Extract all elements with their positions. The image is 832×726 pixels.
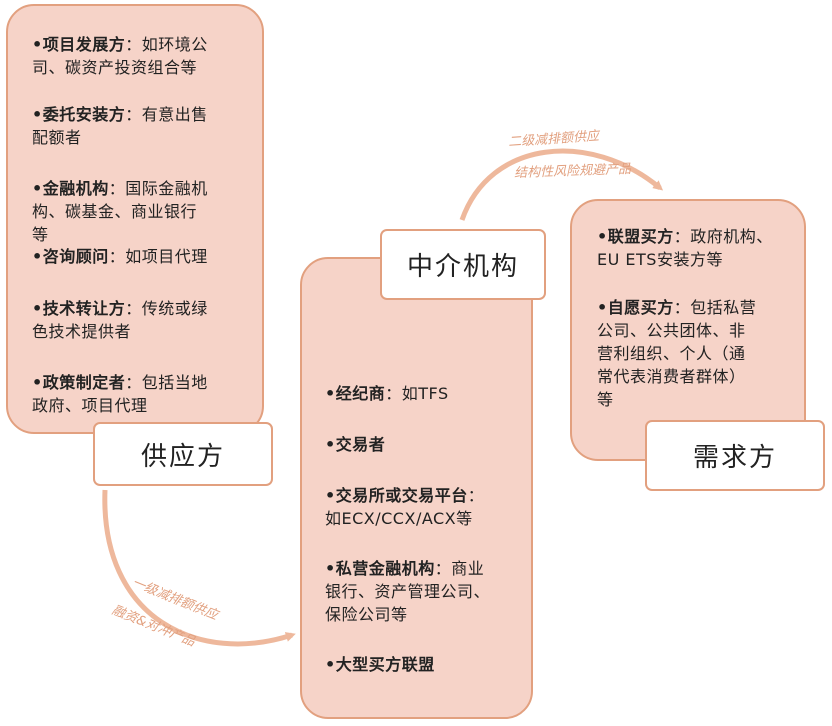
- intermediary-item-buyer-alliance: •大型买方联盟: [325, 653, 435, 676]
- intermediary-desc: 如TFS: [401, 384, 449, 403]
- supply-item-tech-transfer: •技术转让方：传统或绿 色技术提供者: [32, 297, 208, 343]
- intermediary-label: 中介机构: [380, 229, 546, 300]
- separator: ：: [385, 384, 402, 403]
- bullet: •: [597, 298, 608, 317]
- supply-term: 技术转让方: [42, 299, 126, 318]
- intermediary-term: 交易者: [335, 435, 386, 454]
- supply-desc-line: 司、碳资产投资组合等: [32, 58, 198, 77]
- separator: ：: [673, 227, 691, 246]
- demand-item-alliance-buyer: •联盟买方：政府机构、 EU ETS安装方等: [597, 225, 773, 271]
- demand-desc: 政府机构、: [690, 227, 773, 246]
- intermediary-item-trader: •交易者: [325, 433, 385, 456]
- intermediary-desc-line: 如ECX/CCX/ACX等: [325, 509, 473, 528]
- bullet: •: [325, 486, 336, 505]
- intermediary-term: 私营金融机构: [335, 559, 435, 578]
- intermediary-panel: [300, 257, 533, 719]
- separator: ：: [125, 105, 142, 124]
- intermediary-term: 大型买方联盟: [335, 655, 435, 674]
- supply-term: 金融机构: [42, 179, 109, 198]
- separator: ：: [125, 373, 142, 392]
- bullet: •: [32, 373, 43, 392]
- separator: ：: [434, 559, 452, 578]
- secondary-flow-arrow: [459, 148, 664, 221]
- intermediary-desc: 商业: [451, 559, 485, 578]
- demand-desc-line: 营利组织、个人（通: [597, 344, 746, 363]
- bullet: •: [32, 35, 43, 54]
- demand-desc: 包括私营: [690, 298, 757, 317]
- bullet: •: [325, 559, 336, 578]
- separator: ：: [108, 179, 126, 198]
- supply-desc-line: 配额者: [32, 128, 82, 147]
- intermediary-term: 经纪商: [335, 384, 386, 403]
- supply-desc: 传统或绿: [141, 299, 208, 318]
- supply-item-consultant: •咨询顾问：如项目代理: [32, 245, 208, 268]
- intermediary-desc-line: 保险公司等: [325, 605, 408, 624]
- separator: ：: [125, 299, 142, 318]
- primary-flow-arrow: [102, 489, 296, 647]
- intermediary-term: 交易所或交易平台: [335, 486, 468, 505]
- separator: ：: [108, 247, 126, 266]
- supply-label: 供应方: [93, 422, 273, 486]
- supply-item-financial-institution: •金融机构：国际金融机 构、碳基金、商业银行 等: [32, 177, 208, 246]
- intermediary-item-broker: •经纪商：如TFS: [325, 382, 449, 405]
- demand-label: 需求方: [645, 420, 825, 491]
- demand-term: 自愿买方: [607, 298, 674, 317]
- supply-desc: 如项目代理: [125, 247, 208, 266]
- demand-desc-line: 等: [597, 390, 614, 409]
- supply-desc-line: 等: [32, 225, 49, 244]
- bullet: •: [325, 435, 336, 454]
- secondary-flow-note-2: 结构性风险规避产品: [513, 161, 632, 182]
- supply-term: 委托安装方: [42, 105, 126, 124]
- demand-panel: [570, 199, 806, 461]
- bullet: •: [325, 655, 336, 674]
- supply-term: 咨询顾问: [42, 247, 109, 266]
- demand-term: 联盟买方: [607, 227, 674, 246]
- supply-term: 政策制定者: [42, 373, 126, 392]
- supply-desc-line: 政府、项目代理: [32, 396, 148, 415]
- supply-item-installer: •委托安装方：有意出售 配额者: [32, 103, 208, 149]
- bullet: •: [32, 247, 43, 266]
- separator: ：: [467, 486, 485, 505]
- demand-desc-line: 常代表消费者群体）: [597, 367, 746, 386]
- supply-desc-line: 构、碳基金、商业银行: [32, 202, 198, 221]
- bullet: •: [32, 299, 43, 318]
- supply-desc-line: 色技术提供者: [32, 322, 132, 341]
- bullet: •: [325, 384, 336, 403]
- separator: ：: [125, 35, 142, 54]
- intermediary-desc-line: 银行、资产管理公司、: [325, 582, 491, 601]
- supply-desc: 包括当地: [141, 373, 208, 392]
- supply-item-policy-maker: •政策制定者：包括当地 政府、项目代理: [32, 371, 208, 417]
- supply-panel: [6, 4, 264, 434]
- bullet: •: [32, 105, 43, 124]
- bullet: •: [597, 227, 608, 246]
- intermediary-item-private-finance: •私营金融机构：商业 银行、资产管理公司、 保险公司等: [325, 557, 490, 626]
- bullet: •: [32, 179, 43, 198]
- supply-desc: 有意出售: [141, 105, 208, 124]
- supply-item-project-developer: •项目发展方：如环境公 司、碳资产投资组合等: [32, 33, 208, 79]
- supply-desc: 国际金融机: [125, 179, 208, 198]
- demand-desc-line: 公司、公共团体、非: [597, 321, 746, 340]
- intermediary-item-exchange: •交易所或交易平台： 如ECX/CCX/ACX等: [325, 484, 484, 530]
- supply-term: 项目发展方: [42, 35, 126, 54]
- supply-desc: 如环境公: [141, 35, 208, 54]
- separator: ：: [673, 298, 691, 317]
- demand-item-voluntary-buyer: •自愿买方：包括私营 公司、公共团体、非 营利组织、个人（通 常代表消费者群体）…: [597, 296, 756, 411]
- demand-desc-line: EU ETS安装方等: [597, 250, 723, 269]
